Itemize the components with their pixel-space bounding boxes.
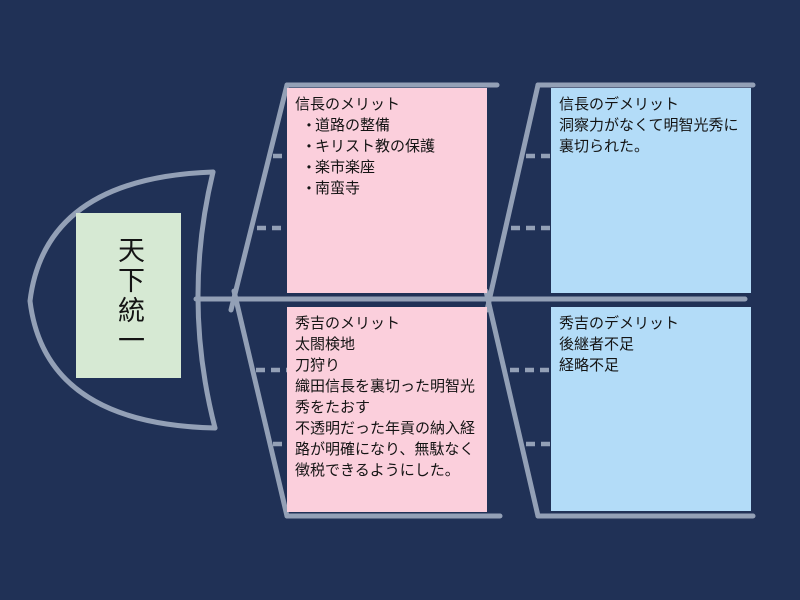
hideyoshi-demerit-box: 秀吉のデメリット 後継者不足 経略不足 (551, 307, 751, 511)
bullet-icon: • (306, 181, 312, 195)
box-text-line: 秀をたおす (295, 399, 371, 416)
rib-top-left (228, 82, 290, 313)
goal-label: 天下統一 (114, 235, 144, 356)
bullet-icon: • (306, 160, 312, 174)
bullet-icon: • (306, 118, 312, 132)
box-title: 秀吉のメリット (295, 315, 401, 332)
goal-box: 天下統一 (76, 213, 181, 378)
box-title: 信長のデメリット (559, 96, 680, 113)
rib-bottom-left (231, 288, 290, 519)
nobunaga-demerit-box: 信長のデメリット 洞察力がなくて明智光秀に 裏切られた。 (551, 88, 751, 293)
box-title: 信長のメリット (295, 96, 401, 113)
box-text-line: 不透明だった年貢の納入経 (295, 420, 476, 437)
rib-top-right (484, 82, 541, 313)
box-text-line: 徴税できるようにした。 (295, 462, 460, 479)
box-text-line: 後継者不足 (559, 336, 635, 353)
bullet-icon: • (306, 139, 312, 153)
bullet-text: 南蛮寺 (315, 180, 361, 197)
bullet-text: 楽市楽座 (315, 159, 376, 176)
bullet-item: • キリスト教の保護 (295, 136, 479, 157)
bullet-text: キリスト教の保護 (315, 138, 436, 155)
box-title: 秀吉のデメリット (559, 315, 680, 332)
box-text-line: 洞察力がなくて明智光秀に (559, 117, 739, 134)
nobunaga-merit-box: 信長のメリット • 道路の整備 • キリスト教の保護 • 楽市楽座 • 南蛮寺 (287, 88, 487, 293)
bullet-text: 道路の整備 (315, 117, 391, 134)
bullet-item: • 道路の整備 (295, 115, 479, 136)
hideyoshi-merit-box: 秀吉のメリット 太閤検地 刀狩り 織田信長を裏切った明智光 秀をたおす 不透明だ… (287, 307, 487, 512)
box-text-line: 裏切られた。 (559, 138, 650, 155)
box-text-line: 経略不足 (559, 357, 620, 374)
box-text-line: 織田信長を裏切った明智光 (295, 378, 476, 395)
rib-bottom-right (483, 288, 541, 519)
box-text-line: 路が明確になり、無駄なく (295, 441, 475, 458)
box-text-line: 太閤検地 (295, 336, 356, 353)
bullet-item: • 楽市楽座 (295, 157, 479, 178)
box-text-line: 刀狩り (295, 357, 341, 374)
fish-head-outer-arc (27, 169, 218, 431)
bullet-item: • 南蛮寺 (295, 178, 479, 199)
